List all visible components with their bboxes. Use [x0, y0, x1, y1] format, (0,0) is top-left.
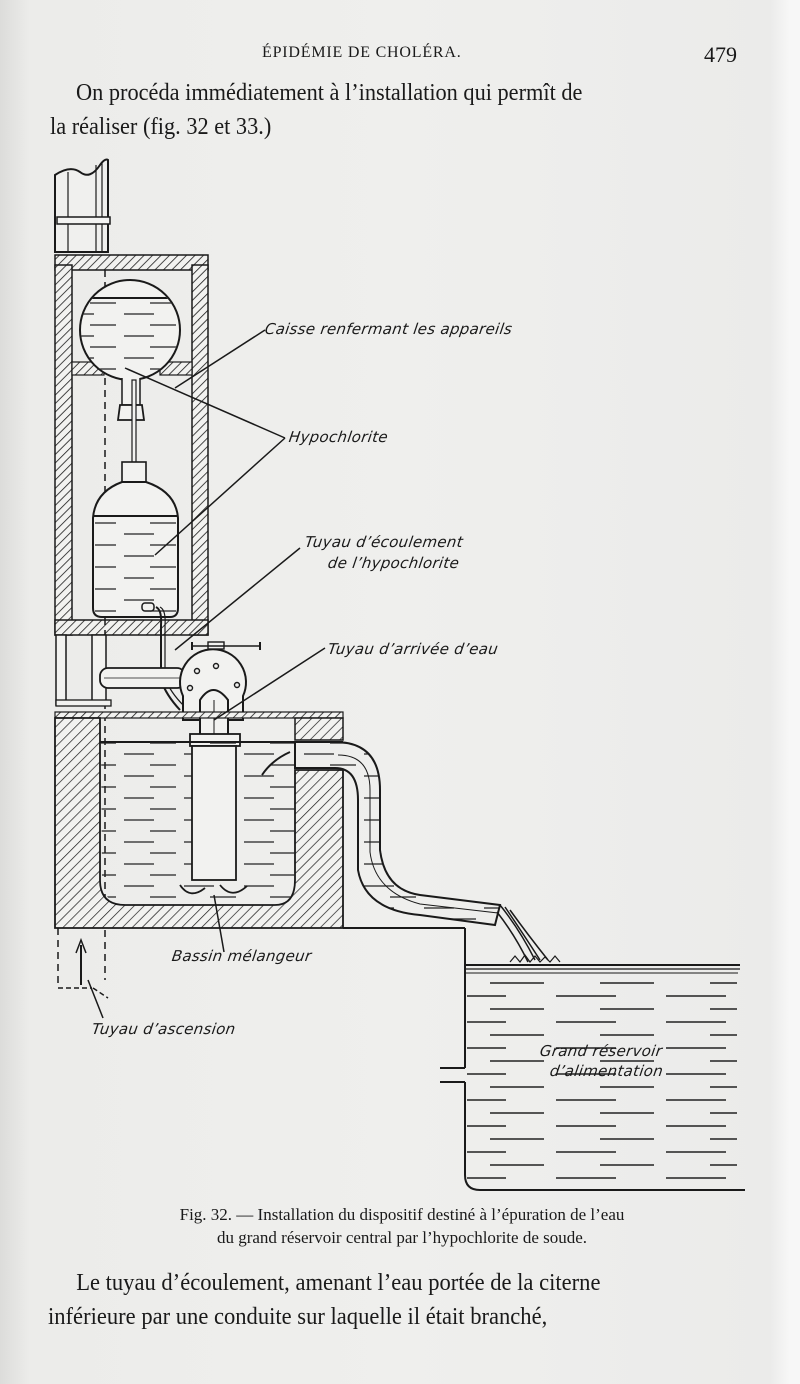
- label-alimentation: d’alimentation: [548, 1062, 665, 1080]
- outflow-pipe: [294, 741, 561, 963]
- text-line: inférieure par une conduite sur laquelle…: [48, 1304, 548, 1330]
- label-tuyau-arrivee: Tuyau d’arrivée d’eau: [326, 640, 500, 658]
- hypochlorite-bottle: [92, 461, 185, 711]
- label-hypochlorite: Hypochlorite: [287, 428, 390, 446]
- running-head: ÉPIDÉMIE DE CHOLÉRA. 479: [0, 40, 800, 70]
- text-line: la réaliser (fig. 32 et 33.): [50, 114, 272, 140]
- ascension-pipe: [54, 158, 111, 253]
- mixing-basin: [54, 711, 344, 929]
- figure-caption: Fig. 32. — Installation du dispositif de…: [72, 1203, 732, 1249]
- intro-paragraph: On procéda immédiatement à l’installatio…: [50, 76, 720, 144]
- label-grand-reservoir: Grand réservoir: [538, 1042, 664, 1060]
- label-tuyau-ecoulement-2: de l’hypochlorite: [326, 554, 461, 572]
- label-tuyau-ascension: Tuyau d’ascension: [90, 1020, 237, 1038]
- apparatus-diagram: [54, 158, 745, 1191]
- text-line: On procéda immédiatement à l’installatio…: [76, 80, 583, 106]
- running-title: ÉPIDÉMIE DE CHOLÉRA.: [262, 44, 462, 61]
- leader-lines: [87, 329, 326, 1019]
- label-tuyau-ecoulement: Tuyau d’écoulement: [303, 533, 465, 551]
- figure-32: Caisse renfermant les appareils Hypochlo…: [0, 150, 800, 1200]
- label-bassin: Bassin mélangeur: [170, 947, 313, 965]
- caption-line: du grand réservoir central par l’hypochl…: [216, 1228, 588, 1247]
- label-caisse: Caisse renfermant les appareils: [263, 320, 514, 338]
- hypochlorite-flask: [79, 279, 181, 551]
- caption-line: Fig. 32. — Installation du dispositif de…: [179, 1205, 625, 1224]
- text-line: Le tuyau d’écoulement, amenant l’eau por…: [76, 1270, 601, 1296]
- ascension-pipe-dashed: [57, 928, 109, 999]
- apparatus-box: [54, 254, 209, 980]
- water-inlet: [55, 634, 261, 747]
- large-reservoir: [343, 927, 745, 1191]
- body-paragraph: Le tuyau d’écoulement, amenant l’eau por…: [48, 1266, 762, 1334]
- page-number: 479: [704, 42, 737, 67]
